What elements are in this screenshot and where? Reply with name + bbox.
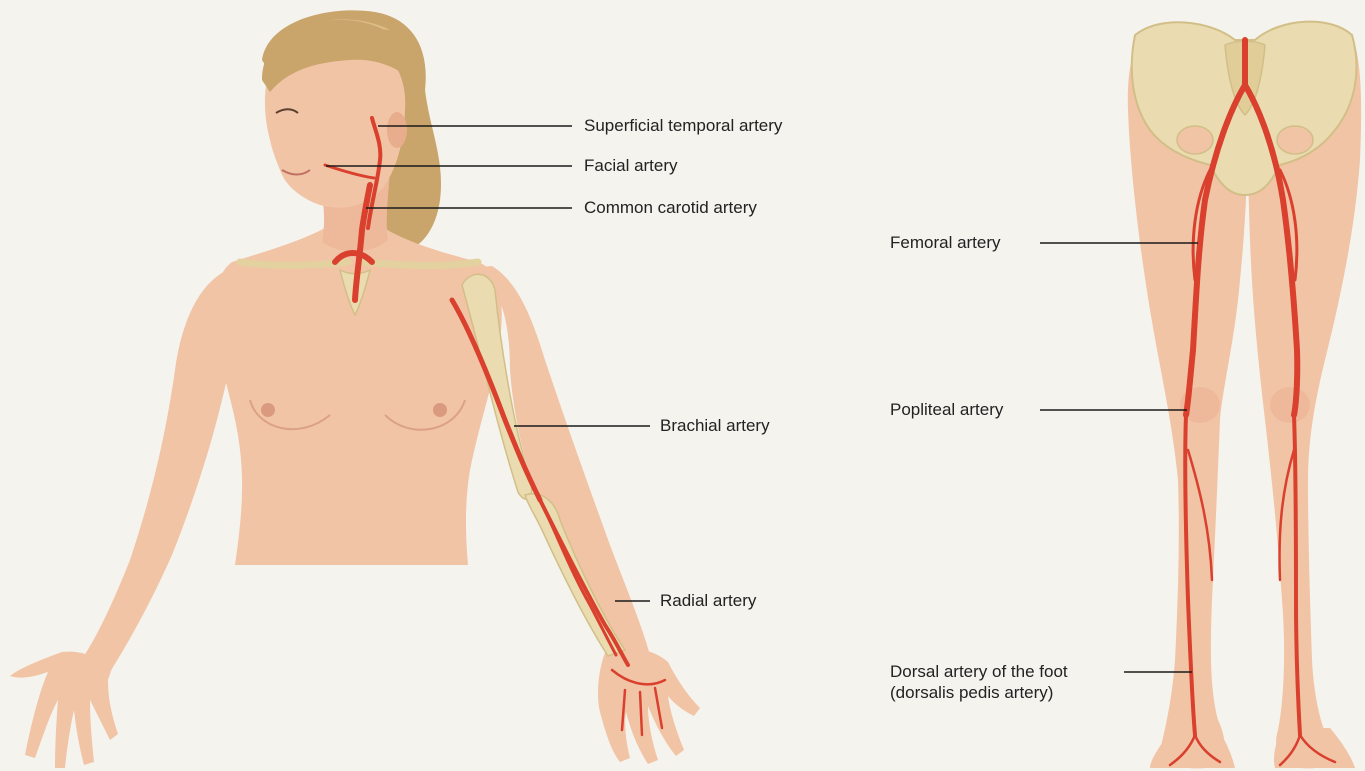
label-femoral-artery: Femoral artery <box>890 233 1001 253</box>
left-foot <box>1274 728 1355 768</box>
label-popliteal-artery: Popliteal artery <box>890 400 1003 420</box>
nipple-right <box>433 403 447 417</box>
right-hand <box>10 652 118 768</box>
label-radial-artery: Radial artery <box>660 591 756 611</box>
left-knee <box>1270 387 1310 423</box>
right-obturator <box>1177 126 1213 154</box>
nipple-left <box>261 403 275 417</box>
label-dorsalis-pedis-artery: Dorsal artery of the foot (dorsalis pedi… <box>890 661 1068 703</box>
ear <box>387 112 407 148</box>
left-obturator <box>1277 126 1313 154</box>
label-facial-artery: Facial artery <box>584 156 678 176</box>
label-brachial-artery: Brachial artery <box>660 416 770 436</box>
lower-body-illustration <box>1128 22 1361 769</box>
label-superficial-temporal-artery: Superficial temporal artery <box>584 116 782 136</box>
label-common-carotid-artery: Common carotid artery <box>584 198 757 218</box>
left-hand <box>598 648 700 764</box>
